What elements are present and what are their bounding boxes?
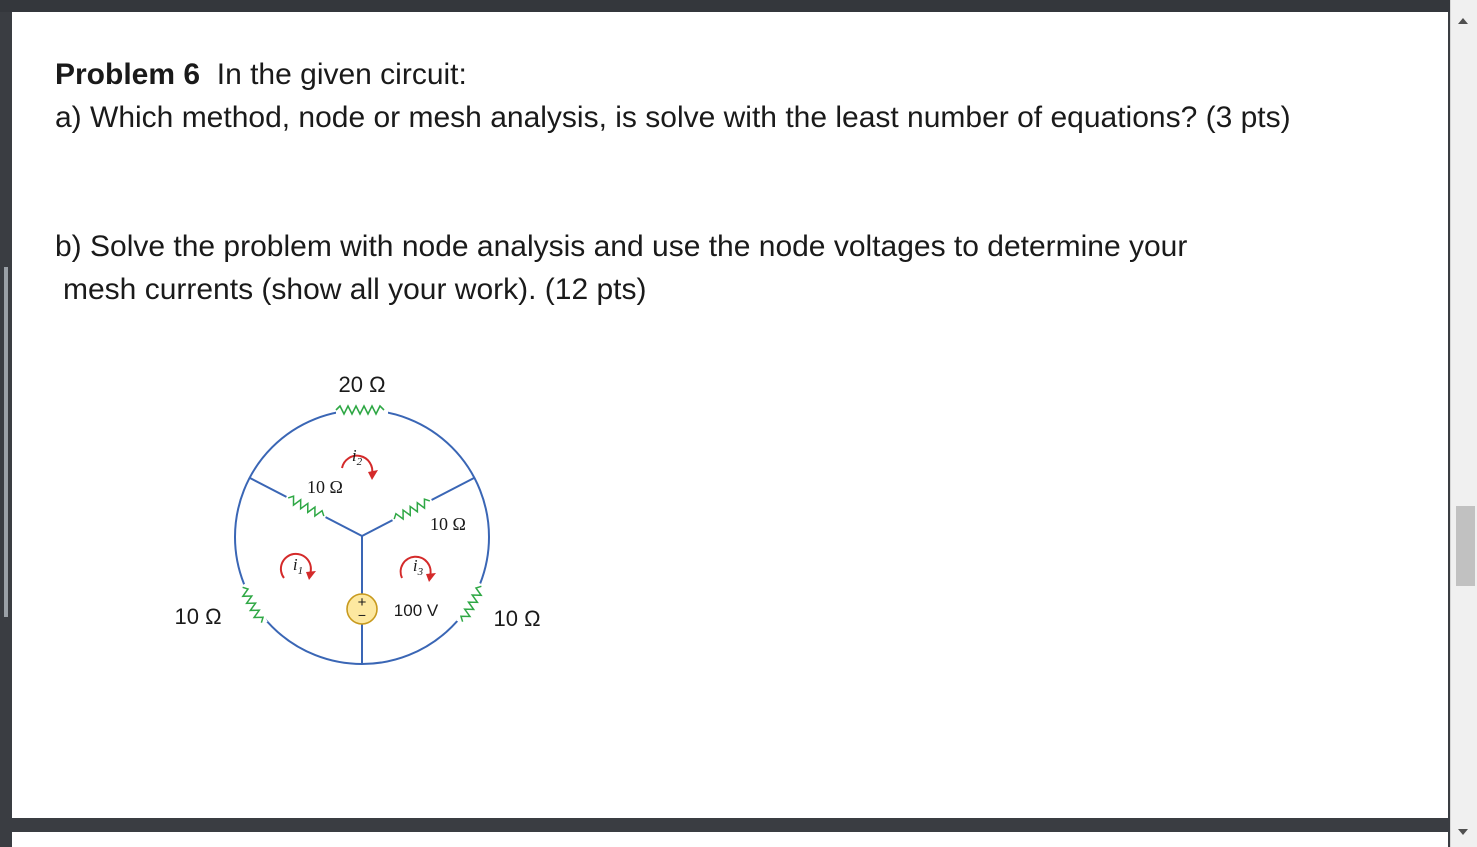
next-page-edge bbox=[12, 832, 1448, 847]
label-mesh-i3: i3 bbox=[413, 556, 424, 578]
label-r-left-outer: 10 Ω bbox=[174, 604, 221, 629]
part-b-text-line1: b) Solve the problem with node analysis … bbox=[55, 230, 1188, 263]
circuit-diagram: 20 Ω 10 Ω 10 Ω 10 Ω 10 Ω + − 100 V i1 i2 bbox=[174, 372, 541, 665]
scroll-up-arrow-icon[interactable] bbox=[1458, 18, 1468, 24]
resistor-top bbox=[335, 404, 385, 416]
vertical-scrollbar[interactable] bbox=[1450, 0, 1477, 847]
mesh-arrow-i1 bbox=[279, 552, 316, 580]
source-minus-sign: − bbox=[358, 607, 366, 623]
page-gap bbox=[12, 818, 1448, 847]
label-r-left-inner: 10 Ω bbox=[307, 477, 343, 497]
left-gutter bbox=[0, 12, 12, 847]
voltage-source: + − bbox=[346, 593, 378, 625]
scroll-down-arrow-icon[interactable] bbox=[1458, 829, 1468, 835]
resistor-right-outer bbox=[456, 581, 488, 627]
resistor-left-inner bbox=[283, 491, 329, 523]
label-r-right-outer: 10 Ω bbox=[493, 606, 540, 631]
problem-intro: In the given circuit: bbox=[216, 58, 467, 91]
label-r-right-inner: 10 Ω bbox=[430, 514, 466, 534]
source-plus-sign: + bbox=[358, 594, 367, 611]
problem-heading-line: Problem 6 In the given circuit: bbox=[55, 60, 467, 90]
part-a-text: a) Which method, node or mesh analysis, … bbox=[55, 101, 1291, 134]
part-b-text-line2: mesh currents (show all your work). (12 … bbox=[63, 273, 647, 306]
scroll-thumb[interactable] bbox=[1456, 506, 1475, 586]
label-r-top: 20 Ω bbox=[338, 372, 385, 397]
resistor-right-inner bbox=[389, 494, 435, 526]
mesh-arrow-i3 bbox=[399, 555, 436, 582]
document-page: Problem 6 In the given circuit: a) Which… bbox=[12, 12, 1448, 818]
label-mesh-i1: i1 bbox=[293, 555, 303, 577]
resistor-left-outer bbox=[236, 582, 268, 628]
label-source-value: 100 V bbox=[394, 601, 439, 620]
problem-title: Problem 6 bbox=[55, 58, 201, 91]
left-gutter-highlight bbox=[4, 267, 8, 617]
label-mesh-i2: i2 bbox=[352, 446, 363, 468]
mesh-arrow-i2 bbox=[341, 454, 378, 480]
window-top-border bbox=[0, 0, 1477, 12]
